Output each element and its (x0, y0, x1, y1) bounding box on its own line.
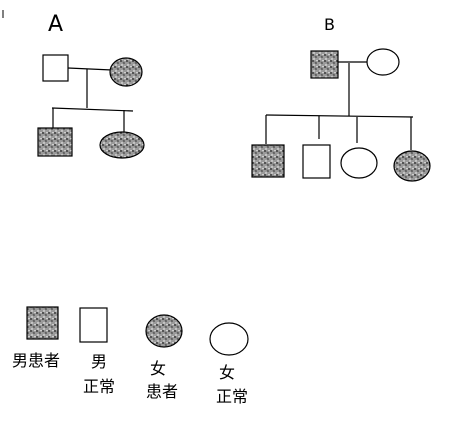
b-child2-normal-male (302, 144, 331, 179)
b-mother-normal-female (366, 48, 400, 76)
legend-female-normal-symbol (209, 322, 249, 356)
b-child3-normal-female (340, 147, 378, 179)
legend-female-affected-label-1: 女 (150, 359, 166, 378)
legend-male-affected-symbol (26, 306, 59, 340)
legend: 男患者 男 正常 女 患者 女 正常 (12, 306, 249, 406)
legend-female-normal-label-1: 女 (219, 363, 235, 382)
legend-male-normal-label-2: 正常 (83, 377, 115, 396)
pedigree-b-label: B (324, 15, 335, 34)
pedigree-a-lines (51, 67, 134, 132)
legend-male-normal-symbol (79, 307, 108, 343)
pedigree-a: A (37, 12, 145, 159)
pedigree-a-label: A (48, 12, 63, 37)
a-mother-affected-female (109, 57, 143, 87)
pedigree-b: B (251, 15, 431, 182)
legend-female-affected-symbol (145, 314, 183, 348)
pedigree-b-lines (265, 61, 414, 150)
b-father-affected-male (310, 50, 339, 79)
legend-female-normal-label-2: 正常 (216, 387, 248, 406)
legend-male-normal-label-1: 男 (91, 352, 107, 371)
legend-female-affected-label-2: 患者 (146, 382, 178, 401)
legend-male-affected-label: 男患者 (12, 351, 60, 370)
b-child4-affected-female (393, 150, 431, 182)
a-daughter-affected-female (99, 131, 145, 159)
a-son-affected-male (37, 127, 73, 157)
a-father-normal-male (42, 54, 69, 82)
b-child1-affected-male (251, 144, 285, 178)
